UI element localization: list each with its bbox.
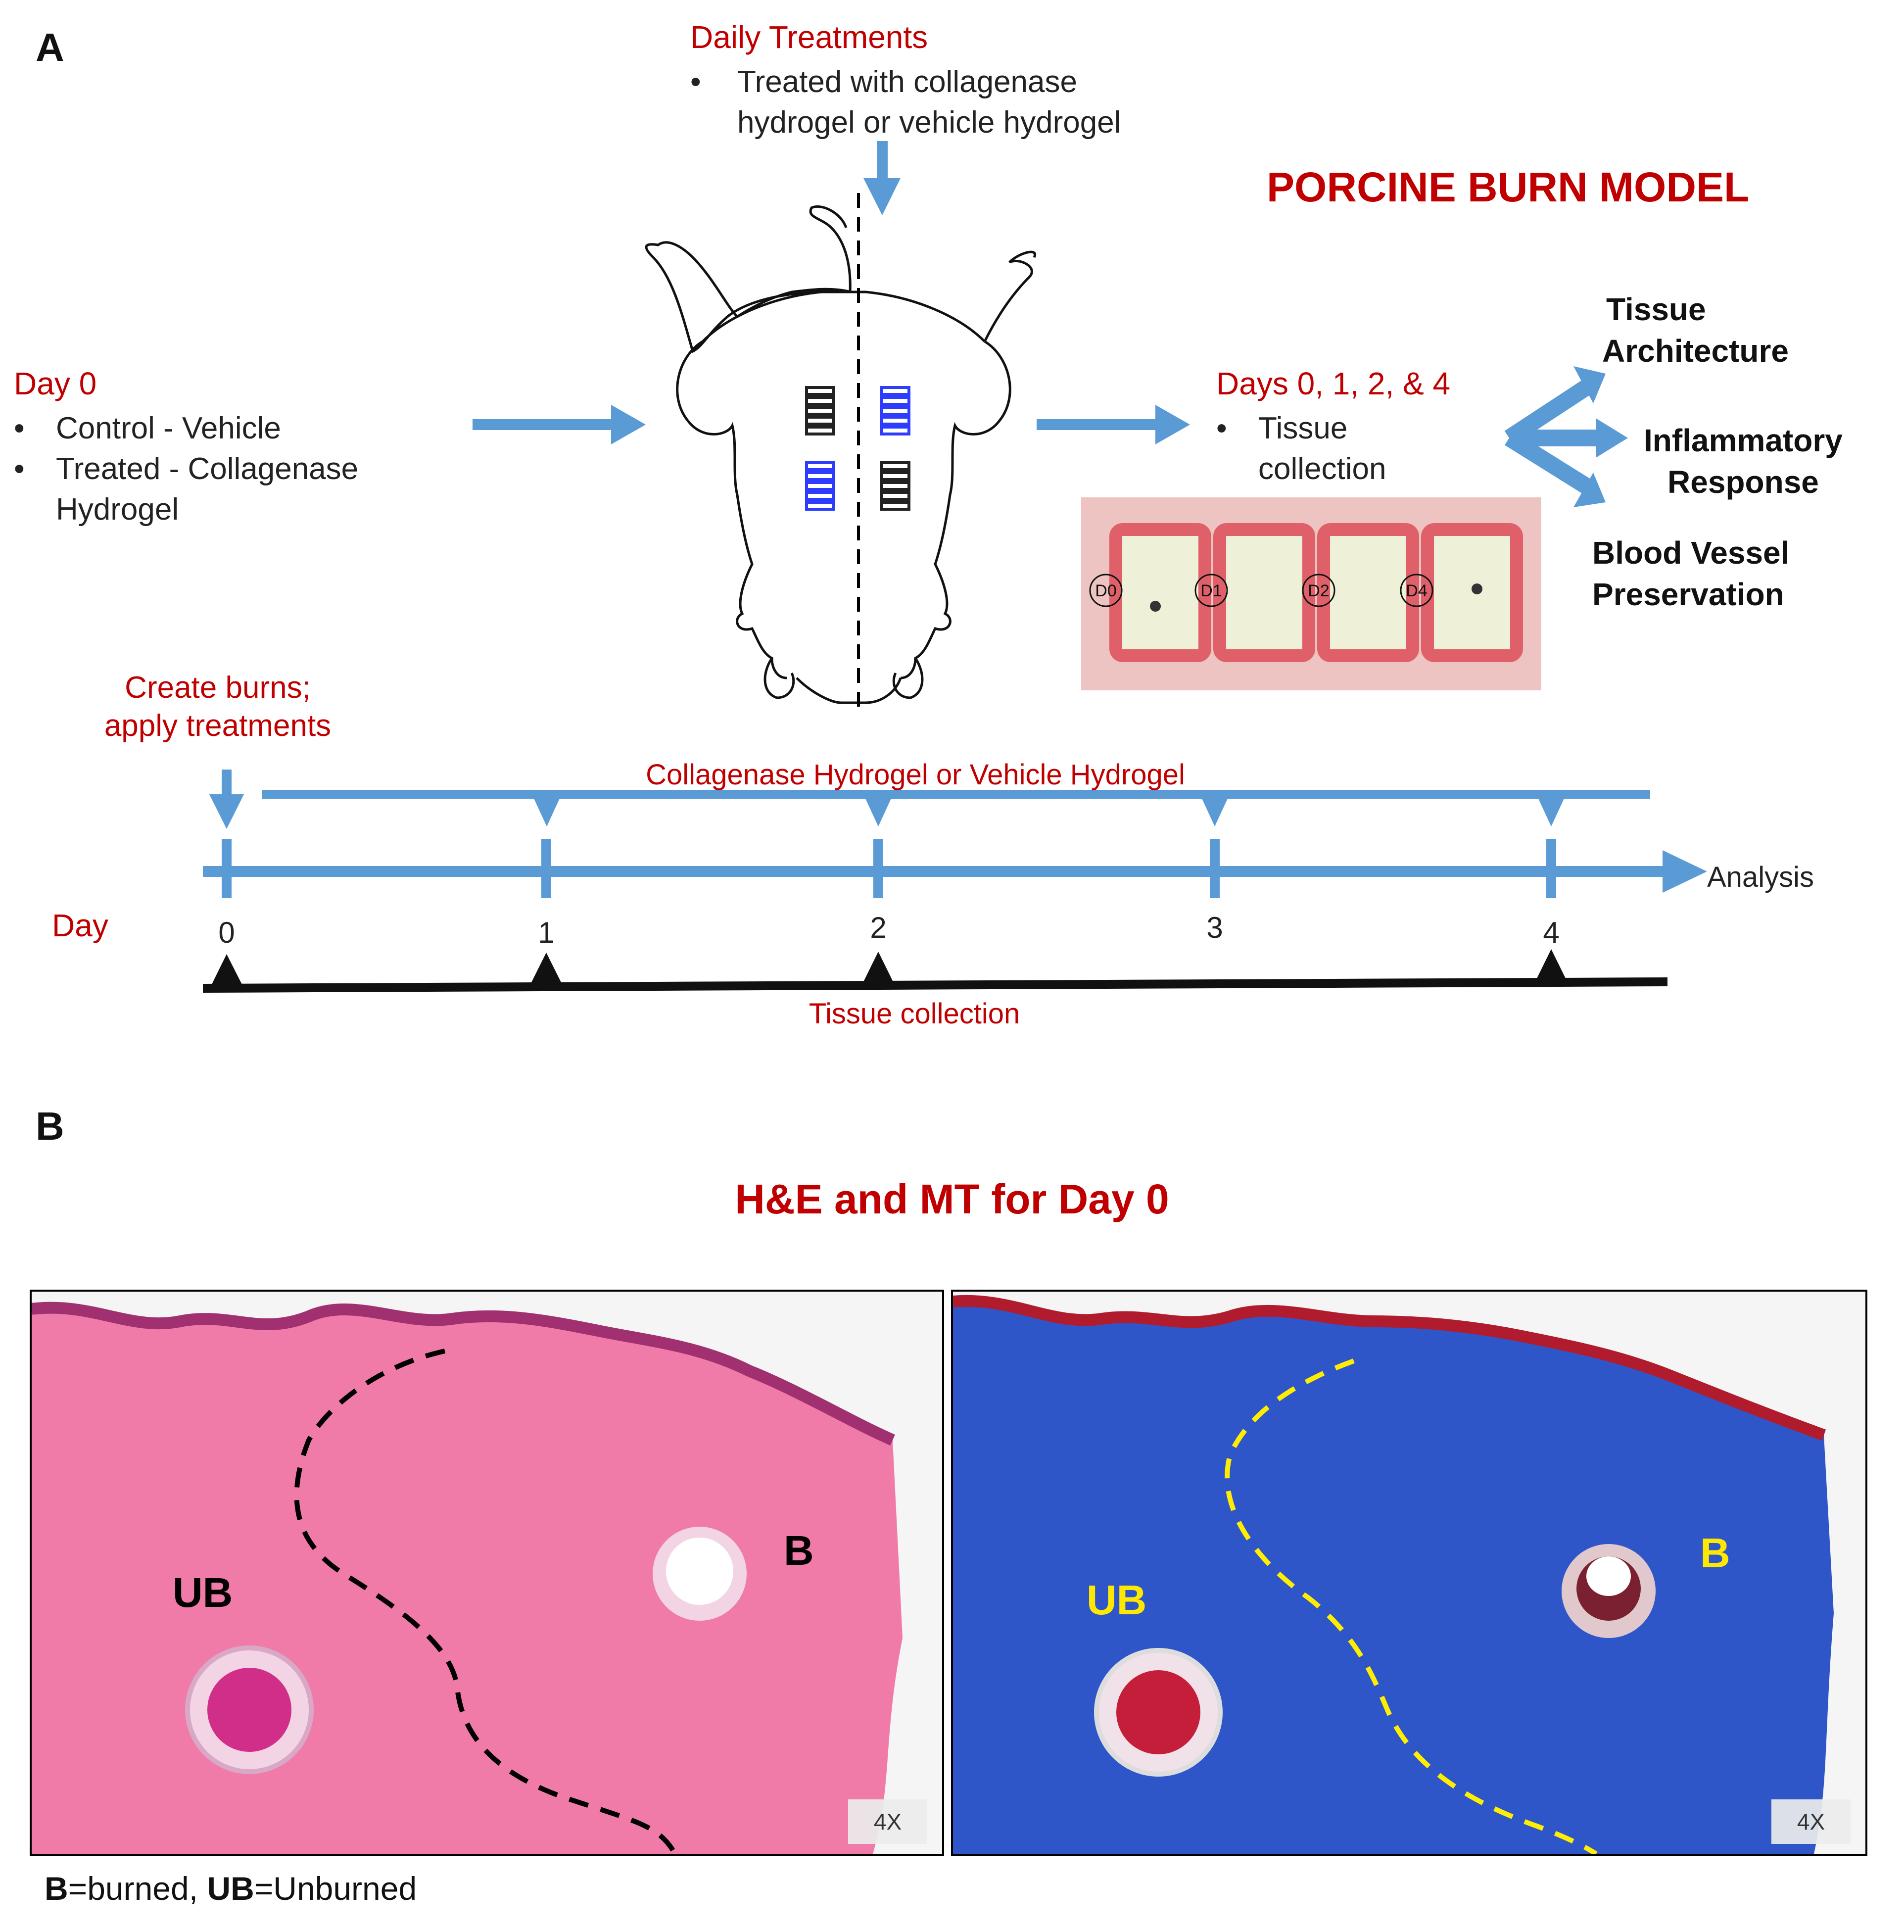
panel-a-label: A xyxy=(36,25,64,69)
collection-days-heading: Days 0, 1, 2, & 4 xyxy=(1216,366,1451,401)
day0-bullets: •Control - Vehicle •Treated - Collagenas… xyxy=(14,408,358,530)
mt-ub-label: UB xyxy=(1087,1577,1147,1623)
he-stain-image: UB B 4X xyxy=(30,1290,944,1856)
timeline: Create burns; apply treatments Collagena… xyxy=(52,671,1814,1030)
arrow-day0-to-pig xyxy=(473,405,646,444)
tissue-collection-label: Tissue collection xyxy=(809,998,1020,1030)
arrow-down-to-pig xyxy=(863,141,901,215)
collection-line2: collection xyxy=(1258,452,1386,486)
collection-marker-day0 xyxy=(210,954,243,987)
left-black-burn-bars xyxy=(805,386,835,435)
wound-photo: D0 D1 D2 D4 xyxy=(1081,497,1541,690)
daily-treatments-heading: Daily Treatments xyxy=(690,19,928,55)
mt-stain-image: UB B 4X xyxy=(951,1290,1867,1856)
he-b-label: B xyxy=(784,1527,814,1574)
day-label: Day xyxy=(52,908,108,943)
create-burns-line1: Create burns; xyxy=(125,671,311,705)
wound-label-d0: D0 xyxy=(1095,581,1116,600)
collection-baseline xyxy=(203,977,1667,993)
day0-item2: •Treated - Collagenase xyxy=(14,452,359,486)
legend-b-key: B xyxy=(45,1870,68,1907)
mt-hair-follicle-left xyxy=(1094,1648,1223,1777)
daily-treatments-bullet: • Treated with collagenase hydrogel or v… xyxy=(690,62,1121,143)
collection-marker-day1 xyxy=(529,953,563,986)
mt-burn-boundary xyxy=(1225,1358,1598,1854)
he-ub-label: UB xyxy=(173,1569,233,1616)
he-magnification: 4X xyxy=(848,1799,927,1844)
panel-b-title: H&E and MT for Day 0 xyxy=(735,1176,1169,1222)
day0-treatment-arrow xyxy=(209,794,244,829)
wound-label-d1: D1 xyxy=(1200,581,1222,600)
day-tick-3: 3 xyxy=(1206,911,1223,944)
collection-line1: Tissue xyxy=(1258,411,1348,445)
treatment-marker-day1 xyxy=(532,794,562,826)
day-tick-4: 4 xyxy=(1543,916,1559,949)
mt-vessel-right xyxy=(1562,1544,1656,1638)
right-blue-burn-bars xyxy=(880,386,910,435)
legend-ub-text: =Unburned xyxy=(254,1870,417,1907)
daily-treatments-line2: hydrogel or vehicle hydrogel xyxy=(737,105,1121,140)
day0-heading: Day 0 xyxy=(14,366,97,401)
panel-b-legend: B=burned, UB=Unburned xyxy=(45,1870,417,1907)
pig-outline xyxy=(645,205,1036,704)
wound-label-d4: D4 xyxy=(1406,581,1427,600)
treatment-marker-day3 xyxy=(1200,794,1230,826)
porcine-burn-model-title: PORCINE BURN MODEL xyxy=(1267,164,1750,210)
outcome-inflammatory-response: Inflammatory Response xyxy=(1644,423,1843,500)
arrow-to-outcomes xyxy=(1504,366,1628,507)
outcome-tissue-architecture: Tissue Architecture xyxy=(1602,291,1789,369)
mt-b-label: B xyxy=(1700,1530,1730,1576)
day0-item2-line2: Hydrogel xyxy=(56,492,179,527)
panel-b-label: B xyxy=(36,1104,64,1148)
collection-marker-day4 xyxy=(1535,949,1568,982)
he-burn-boundary xyxy=(294,1349,677,1854)
outcome-blood-vessel-preservation: Blood Vessel Preservation xyxy=(1592,535,1790,612)
wound-label-d2: D2 xyxy=(1308,581,1329,600)
legend-ub-key: UB xyxy=(207,1870,254,1907)
panel-a-graphics: D0 D1 D2 D4 Create burns; apply treatmen… xyxy=(52,141,1814,1030)
left-blue-burn-bars xyxy=(805,461,835,511)
day-tick-1: 1 xyxy=(538,916,554,949)
daily-treatments-line1: Treated with collagenase xyxy=(737,65,1077,99)
analysis-label: Analysis xyxy=(1707,861,1814,893)
collection-bullet: • Tissue collection xyxy=(1216,408,1386,489)
right-black-burn-bars xyxy=(880,461,910,511)
day-axis xyxy=(203,866,1667,877)
day-tick-2: 2 xyxy=(870,911,886,944)
create-burns-line2: apply treatments xyxy=(104,709,331,743)
arrow-pig-to-collection xyxy=(1037,405,1190,444)
treatment-bar xyxy=(262,790,1650,799)
treatment-bar-label: Collagenase Hydrogel or Vehicle Hydrogel xyxy=(646,759,1185,791)
collection-marker-day2 xyxy=(862,952,895,985)
legend-b-text: =burned, xyxy=(68,1870,207,1907)
treatment-marker-day4 xyxy=(1536,794,1566,826)
day-tick-0: 0 xyxy=(218,916,235,949)
mt-magnification: 4X xyxy=(1771,1799,1851,1844)
treatment-marker-day2 xyxy=(863,794,893,826)
he-hair-follicle-left xyxy=(185,1645,314,1774)
day0-item1: •Control - Vehicle xyxy=(14,411,281,445)
he-vessel-right xyxy=(653,1527,747,1621)
